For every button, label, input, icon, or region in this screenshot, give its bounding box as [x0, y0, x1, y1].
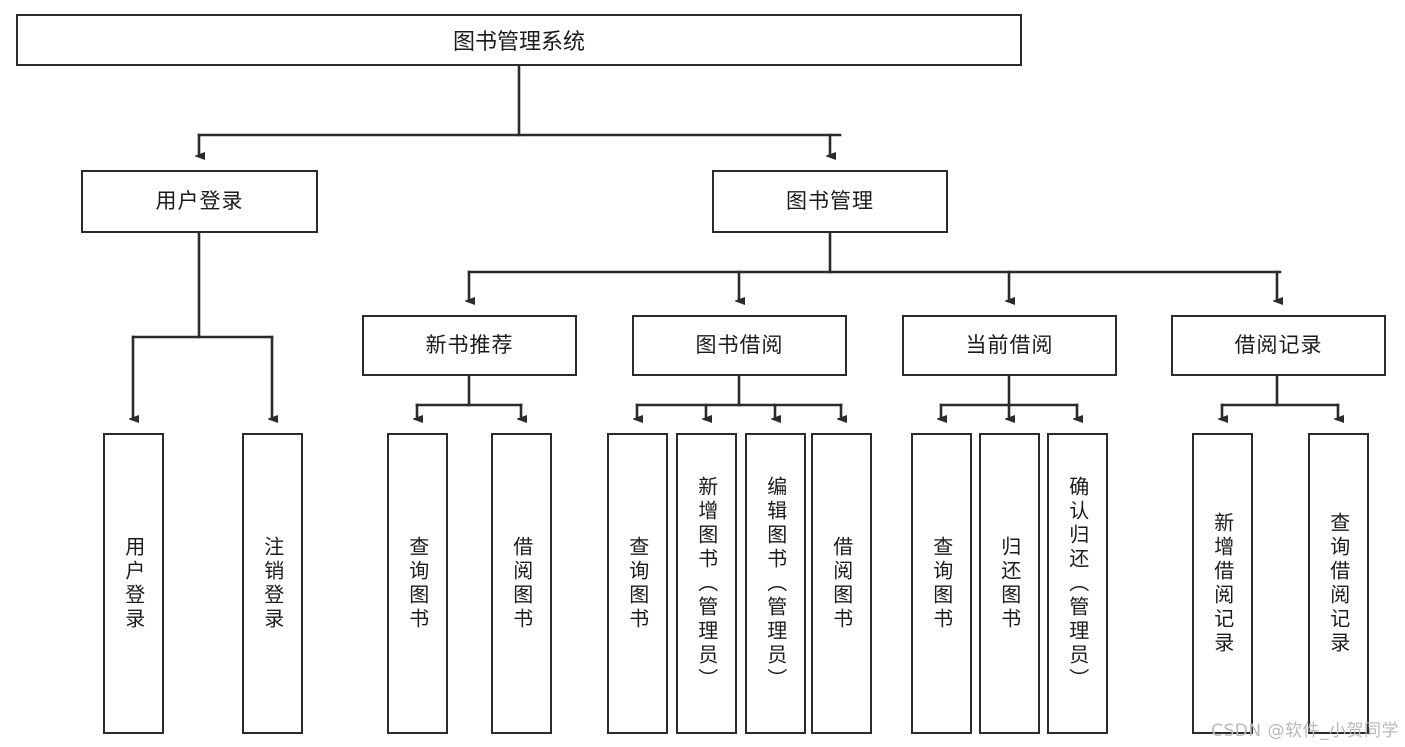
node-root-book-management-system[interactable]: 图书管理系统	[16, 14, 1022, 66]
node-leaf-user-login[interactable]: 用户登录	[103, 433, 164, 734]
node-leaf-query-book-recommend[interactable]: 查询图书	[387, 433, 448, 734]
node-label: 确认归还（管理员）	[1065, 475, 1090, 692]
node-label: 归还图书	[997, 535, 1022, 632]
node-label: 借阅记录	[1234, 332, 1323, 357]
node-leaf-add-borrow-record[interactable]: 新增借阅记录	[1192, 433, 1253, 734]
node-leaf-add-book[interactable]: 新增图书（管理员）	[676, 433, 737, 734]
node-borrow-record[interactable]: 借阅记录	[1171, 315, 1386, 376]
node-label: 注销登录	[260, 535, 285, 632]
node-label: 图书借阅	[695, 332, 784, 357]
node-user-login[interactable]: 用户登录	[81, 170, 318, 233]
node-label: 图书管理系统	[452, 30, 585, 55]
node-label: 新增借阅记录	[1210, 511, 1235, 656]
node-leaf-logout[interactable]: 注销登录	[242, 433, 303, 734]
node-leaf-query-book-current[interactable]: 查询图书	[911, 433, 972, 734]
node-leaf-query-borrow-record[interactable]: 查询借阅记录	[1308, 433, 1369, 734]
node-label: 查询图书	[625, 535, 650, 632]
node-label: 用户登录	[121, 535, 146, 632]
node-label: 查询图书	[405, 535, 430, 632]
csdn-watermark: CSDN @软件_小贺同学	[1211, 721, 1399, 741]
node-label: 新增图书（管理员）	[694, 475, 719, 692]
node-label: 新书推荐	[425, 332, 514, 357]
node-new-book-recommend[interactable]: 新书推荐	[362, 315, 577, 376]
node-book-management[interactable]: 图书管理	[712, 170, 948, 233]
node-leaf-borrow-book[interactable]: 借阅图书	[811, 433, 872, 734]
node-leaf-confirm-return[interactable]: 确认归还（管理员）	[1047, 433, 1108, 734]
node-label: 借阅图书	[509, 535, 534, 632]
node-leaf-query-book-borrow[interactable]: 查询图书	[607, 433, 668, 734]
node-leaf-edit-book[interactable]: 编辑图书（管理员）	[745, 433, 806, 734]
node-label: 图书管理	[786, 188, 874, 213]
node-label: 当前借阅	[965, 332, 1054, 357]
node-current-borrow[interactable]: 当前借阅	[902, 315, 1117, 376]
node-label: 用户登录	[155, 188, 244, 213]
node-book-borrow[interactable]: 图书借阅	[632, 315, 847, 376]
node-leaf-borrow-book-recommend[interactable]: 借阅图书	[491, 433, 552, 734]
node-label: 编辑图书（管理员）	[763, 475, 788, 692]
node-label: 查询图书	[929, 535, 954, 632]
node-label: 查询借阅记录	[1326, 511, 1351, 656]
node-label: 借阅图书	[829, 535, 854, 632]
node-leaf-return-book[interactable]: 归还图书	[979, 433, 1040, 734]
